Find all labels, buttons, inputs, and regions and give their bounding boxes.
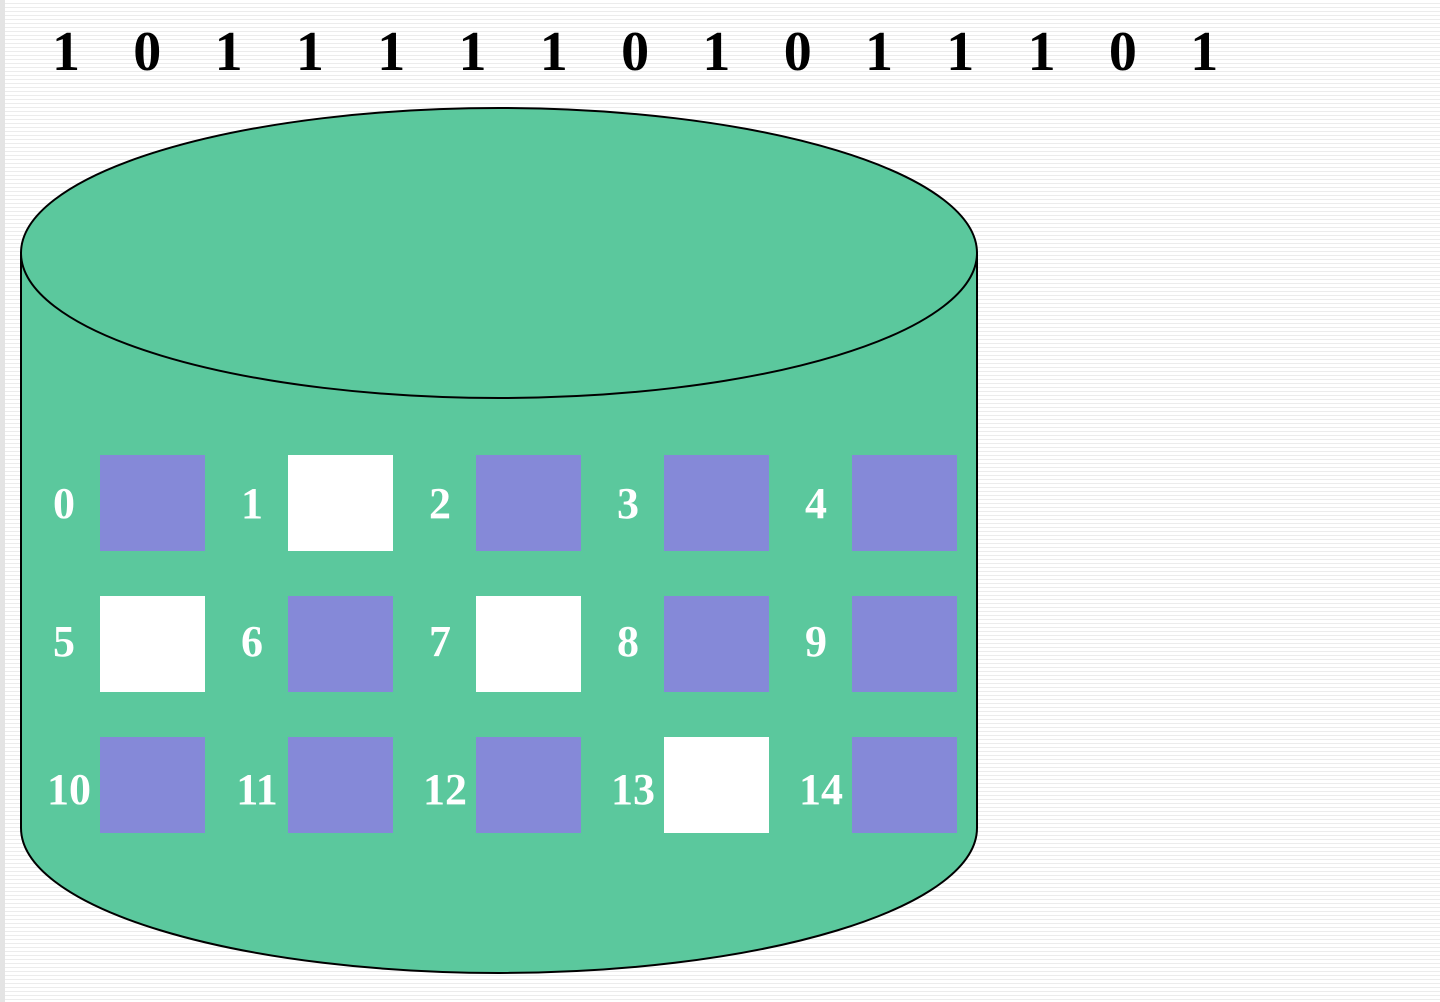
bitmap-bit-8: 1 (702, 21, 731, 83)
disk-block-10 (100, 737, 205, 833)
bitmap-bit-4: 1 (377, 21, 406, 83)
bitmap-bit-14: 1 (1190, 21, 1219, 83)
disk-block-label-11: 11 (236, 765, 278, 814)
disk-block-12 (476, 737, 581, 833)
bitmap-bit-13: 0 (1108, 21, 1137, 83)
bitmap-bit-10: 1 (865, 21, 893, 83)
bitmap-bit-11: 1 (946, 21, 975, 83)
bitmap-bit-1: 0 (133, 21, 162, 83)
disk-block-label-6: 6 (241, 617, 263, 666)
disk-block-label-1: 1 (241, 479, 263, 528)
slide-left-rule (0, 0, 5, 1002)
disk-block-label-13: 13 (611, 765, 655, 814)
disk-block-6 (288, 596, 393, 692)
bitmap-bit-2: 1 (214, 21, 243, 83)
bitmap-bit-5: 1 (458, 21, 487, 83)
disk-block-label-8: 8 (617, 617, 639, 666)
disk-block-label-14: 14 (799, 765, 843, 814)
disk-block-label-12: 12 (423, 765, 467, 814)
bitmap-bit-6: 1 (539, 21, 568, 83)
disk-cylinder-top (20, 107, 978, 399)
disk-block-7 (476, 596, 581, 692)
disk-block-1 (288, 455, 393, 551)
bitmap-bit-3: 1 (295, 21, 324, 83)
disk-block-label-0: 0 (53, 479, 75, 528)
disk-block-label-2: 2 (429, 479, 451, 528)
disk-block-label-3: 3 (617, 479, 639, 528)
disk-block-3 (664, 455, 769, 551)
bitmap-bit-0: 1 (52, 21, 80, 83)
disk-block-2 (476, 455, 581, 551)
disk-block-11 (288, 737, 393, 833)
bitmap-bit-7: 0 (621, 21, 650, 83)
bitmap-bit-9: 0 (783, 21, 812, 83)
disk-block-label-5: 5 (53, 617, 75, 666)
disk-block-8 (664, 596, 769, 692)
disk-block-label-7: 7 (429, 617, 451, 666)
bitmap-bit-12: 1 (1027, 21, 1056, 83)
disk-block-9 (852, 596, 957, 692)
disk-block-5 (100, 596, 205, 692)
disk-block-13 (664, 737, 769, 833)
disk-block-label-9: 9 (805, 617, 827, 666)
disk-block-14 (852, 737, 957, 833)
disk-block-0 (100, 455, 205, 551)
disk-block-4 (852, 455, 957, 551)
disk-block-label-4: 4 (805, 479, 827, 528)
disk-block-label-10: 10 (47, 765, 91, 814)
